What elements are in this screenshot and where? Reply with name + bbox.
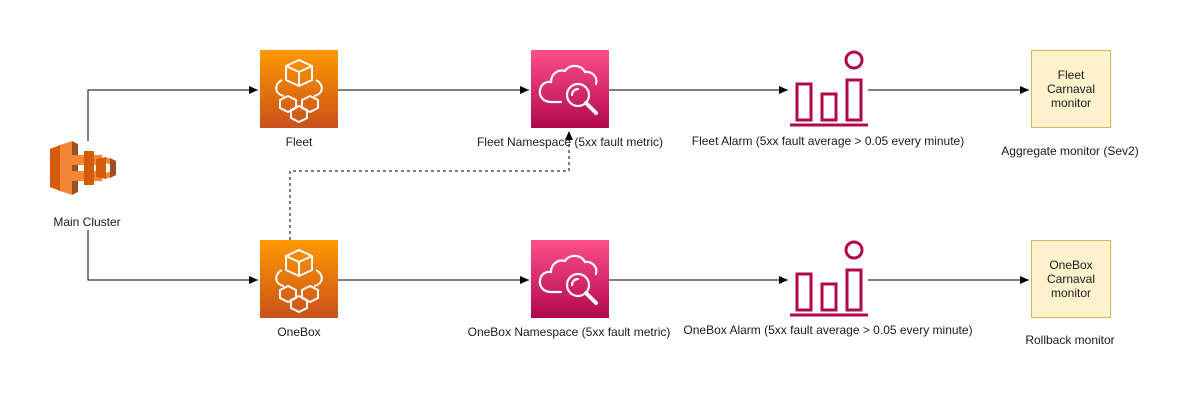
- onebox-label: OneBox: [277, 325, 321, 339]
- fleet-carnaval-monitor[interactable]: Fleet Carnaval monitor: [1031, 50, 1111, 128]
- main-cluster-label: Main Cluster: [53, 215, 121, 229]
- onebox-carnaval-monitor[interactable]: OneBox Carnaval monitor: [1031, 240, 1111, 318]
- alarm-chart-icon[interactable]: [790, 50, 868, 127]
- edge-cluster-to-fleet: [87, 86, 258, 141]
- fleet-label: Fleet: [285, 135, 313, 149]
- onebox-namespace-label: OneBox Namespace (5xx fault metric): [467, 325, 671, 339]
- cloud-search-icon[interactable]: [531, 50, 609, 128]
- ec2-fleet-icon[interactable]: [260, 50, 338, 128]
- ec2-onebox-icon[interactable]: [260, 240, 338, 318]
- edge-onebox-to-fleet-namespace: [289, 131, 573, 240]
- onebox-alarm-label: OneBox Alarm (5xx fault average > 0.05 e…: [683, 323, 973, 337]
- rollback-monitor-caption: Rollback monitor: [1025, 333, 1115, 347]
- ecs-cluster-icon[interactable]: [50, 141, 116, 195]
- edges: [87, 86, 1029, 284]
- fleet-alarm-label: Fleet Alarm (5xx fault average > 0.05 ev…: [691, 134, 965, 148]
- alarm-chart-icon[interactable]: [790, 240, 868, 317]
- cloud-search-icon[interactable]: [531, 240, 609, 318]
- onebox-monitor-text: OneBox Carnaval monitor: [1046, 258, 1096, 300]
- aggregate-monitor-caption: Aggregate monitor (Sev2): [1001, 144, 1139, 158]
- edge-cluster-to-onebox: [87, 230, 258, 284]
- fleet-namespace-label: Fleet Namespace (5xx fault metric): [476, 135, 664, 149]
- fleet-monitor-text: Fleet Carnaval monitor: [1046, 68, 1096, 110]
